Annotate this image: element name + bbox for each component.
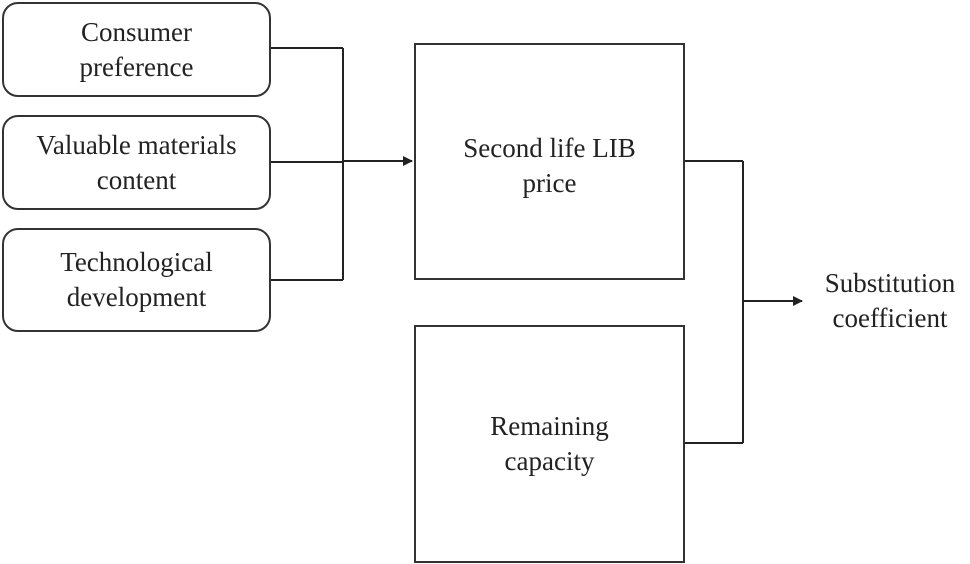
factor-label-line2: development xyxy=(66,282,207,312)
second-life-lib-price-box: Second life LIB price xyxy=(414,43,685,280)
output-label-line1: Substitution xyxy=(824,268,956,298)
factor-consumer-preference: Consumer preference xyxy=(2,2,271,97)
factor-label-line1: Valuable materials xyxy=(36,129,237,160)
factor-technological-development: Technological development xyxy=(2,228,271,332)
factor-label-line2: content xyxy=(96,164,177,195)
capacity-label-line2: capacity xyxy=(504,446,595,476)
capacity-label-line1: Remaining xyxy=(490,411,609,441)
output-label-line2: coefficient xyxy=(832,303,948,333)
substitution-coefficient-label: Substitution coefficient xyxy=(810,266,970,336)
factor-label-line2: preference xyxy=(79,51,194,82)
remaining-capacity-box: Remaining capacity xyxy=(414,325,685,563)
factor-valuable-materials-content: Valuable materials content xyxy=(2,115,271,210)
factor-label-line1: Consumer xyxy=(81,16,192,47)
factor-label-line1: Technological xyxy=(60,247,213,277)
price-label-line1: Second life LIB xyxy=(463,133,636,163)
price-label-line2: price xyxy=(522,168,577,198)
